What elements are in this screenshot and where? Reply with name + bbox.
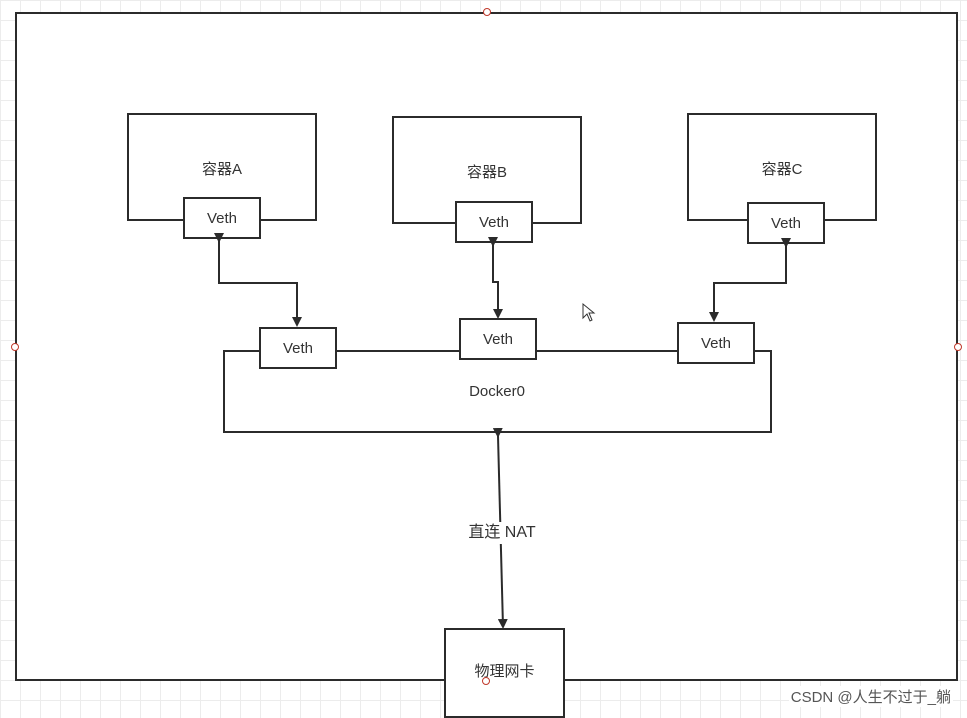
container-b-label: 容器B [466,164,507,181]
csdn-watermark: CSDN @人生不过于_躺 [788,686,953,707]
container-b-veth[interactable]: Veth [455,201,533,243]
mouse-cursor-icon [582,302,596,322]
connector-a [214,233,302,327]
container-c-label: 容器C [761,161,803,178]
selection-handle-top[interactable] [483,8,491,16]
connector-c [709,238,791,322]
physical-nic-label: 物理网卡 [474,663,535,680]
selection-handle-bottom[interactable] [482,677,490,685]
selection-handle-left[interactable] [11,343,19,351]
bridge-veth-1[interactable]: Veth [259,327,337,369]
nat-label: 直连 NAT [462,522,542,544]
container-c-veth[interactable]: Veth [747,202,825,244]
connector-b [488,237,503,319]
container-a-veth[interactable]: Veth [183,197,261,239]
bridge-veth-2[interactable]: Veth [459,318,537,360]
docker0-label: Docker0 [469,383,525,400]
selection-handle-right[interactable] [954,343,962,351]
container-a-label: 容器A [201,161,242,178]
bridge-veth-3[interactable]: Veth [677,322,755,364]
